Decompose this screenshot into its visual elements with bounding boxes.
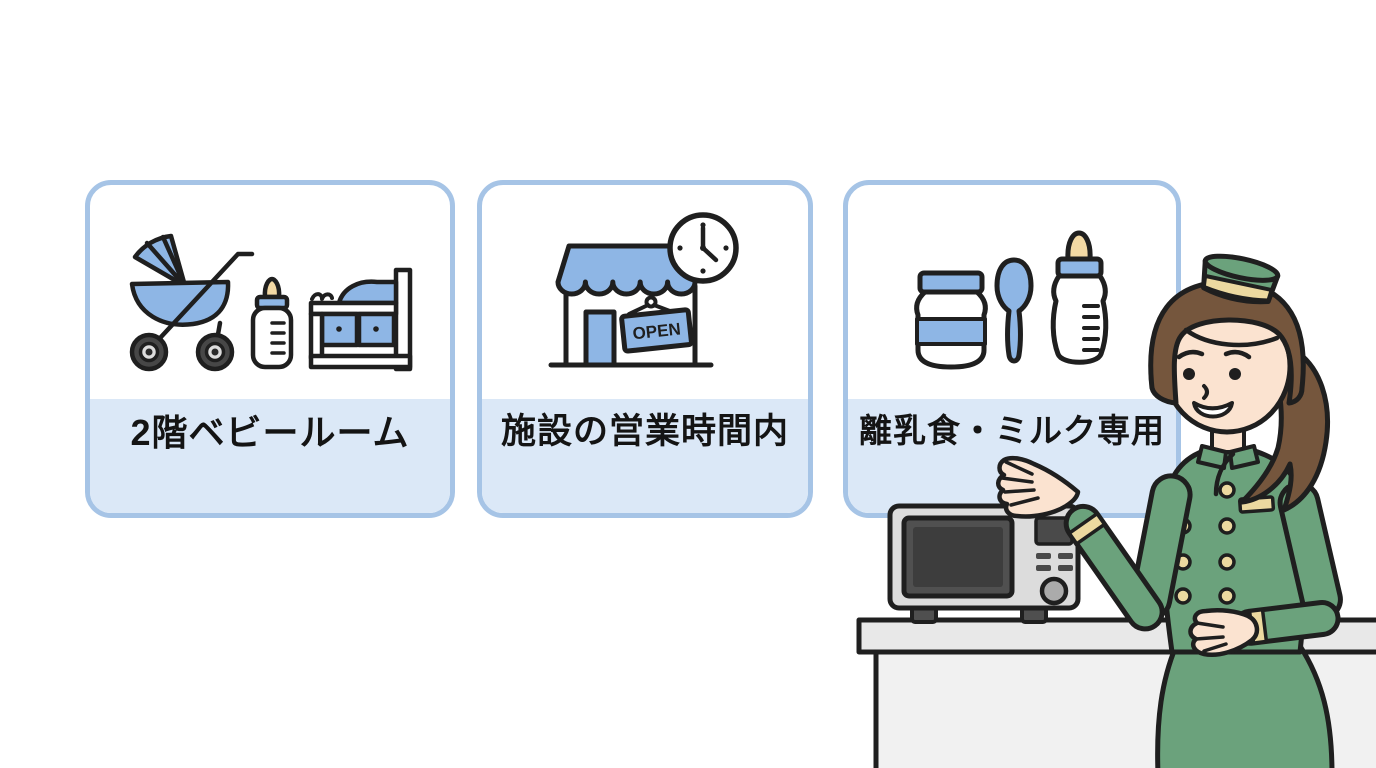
baby-bottle-icon (1050, 230, 1109, 365)
clock-icon (667, 212, 739, 284)
business-hours-icons: OPEN (482, 185, 808, 399)
card-label: 施設の営業時間内 (500, 412, 789, 451)
baby-bottle-icon (250, 276, 294, 370)
baby-room-icons (90, 185, 450, 399)
storefront-icon (548, 243, 714, 368)
microwave-oven (887, 503, 1081, 624)
staff-illustration (856, 253, 1376, 768)
card-label: 離乳食・ミルク専用 (859, 412, 1165, 449)
baby-room-icons-svg (129, 233, 413, 372)
pram-icon (129, 233, 255, 372)
spoon-icon (994, 257, 1034, 364)
skirt (1155, 643, 1335, 768)
business-hours-icons-svg: OPEN (548, 212, 739, 368)
baby-food-icons-svg (914, 230, 1109, 370)
info-card-business-hours: OPEN 施設の営業時間内 (477, 180, 813, 518)
card-band: 施設の営業時間内 (482, 399, 808, 513)
card-band: 2階ベビールーム (90, 399, 450, 513)
open-sign-text: OPEN (632, 319, 682, 343)
card-label: 2階ベビールーム (130, 412, 410, 453)
changing-table-icon (308, 267, 413, 372)
info-card-baby-room: 2階ベビールーム (85, 180, 455, 518)
microwave-buttons (1036, 553, 1073, 571)
baby-food-icons (848, 185, 1176, 399)
smiling-mouth (1192, 401, 1234, 419)
shop-door (583, 309, 617, 368)
pillbox-hat (1201, 253, 1281, 305)
baby-food-jar-icon (914, 270, 988, 370)
microwave-dial (1039, 576, 1069, 606)
open-sign: OPEN (619, 295, 694, 354)
facial-features (1176, 349, 1252, 419)
staff-member (996, 253, 1343, 768)
presenting-hand (996, 455, 1081, 519)
